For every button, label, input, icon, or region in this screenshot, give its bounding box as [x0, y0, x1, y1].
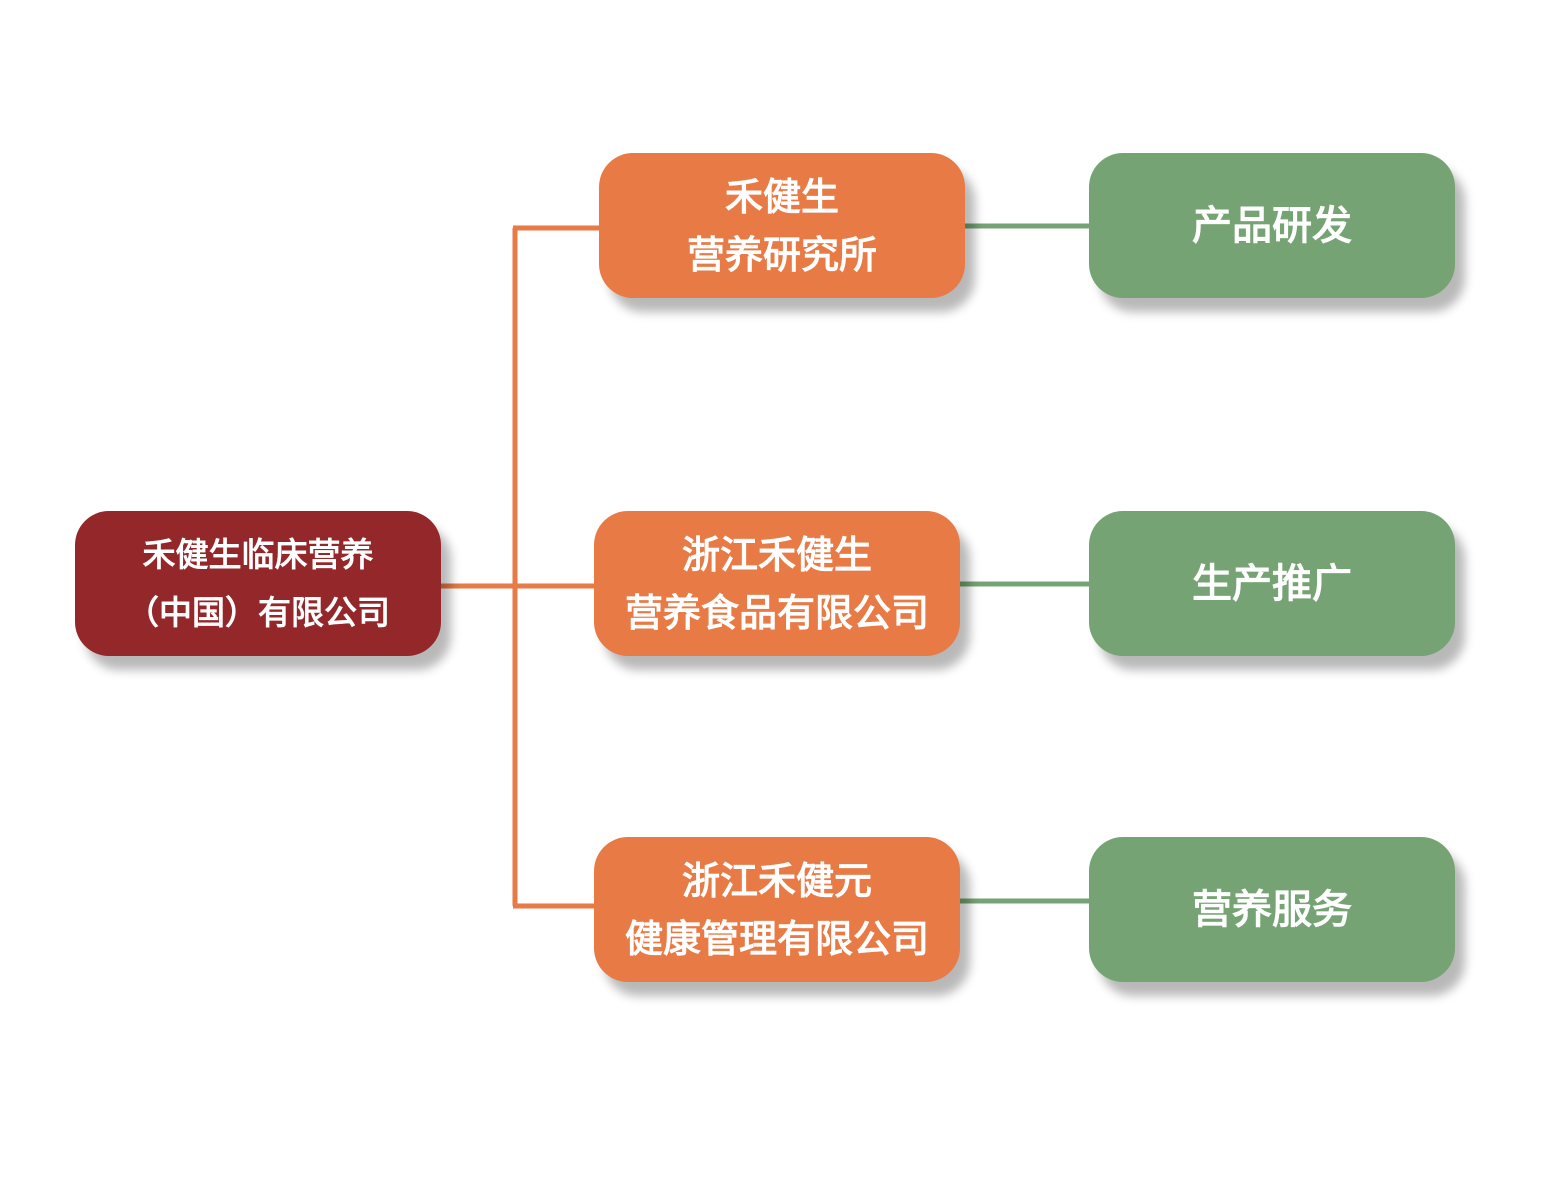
subsidiary-node-2: 浙江禾健生 营养食品有限公司 — [594, 511, 960, 656]
function-2-label: 生产推广 — [1192, 560, 1352, 607]
subsidiary-node-1: 禾健生 营养研究所 — [599, 153, 965, 298]
subsidiary-1-name-line-1: 禾健生 — [724, 174, 839, 219]
function-node-2: 生产推广 — [1089, 511, 1455, 656]
subsidiary-3-name-line-1: 浙江禾健元 — [681, 858, 872, 903]
function-3-label: 营养服务 — [1192, 886, 1352, 933]
root-company-name-line-2: （中国）有限公司 — [126, 592, 390, 632]
function-node-3: 营养服务 — [1089, 837, 1455, 982]
function-node-1: 产品研发 — [1089, 153, 1455, 298]
subsidiary-1-name-line-2: 营养研究所 — [686, 232, 877, 277]
function-1-label: 产品研发 — [1192, 202, 1352, 249]
subsidiary-3-name-line-2: 健康管理有限公司 — [624, 916, 929, 961]
subsidiary-2-name-line-2: 营养食品有限公司 — [624, 590, 929, 635]
subsidiary-node-3: 浙江禾健元 健康管理有限公司 — [594, 837, 960, 982]
root-company-name-line-1: 禾健生临床营养 — [142, 534, 374, 574]
root-company-node: 禾健生临床营养 （中国）有限公司 — [75, 511, 441, 656]
subsidiary-2-name-line-1: 浙江禾健生 — [681, 532, 872, 577]
